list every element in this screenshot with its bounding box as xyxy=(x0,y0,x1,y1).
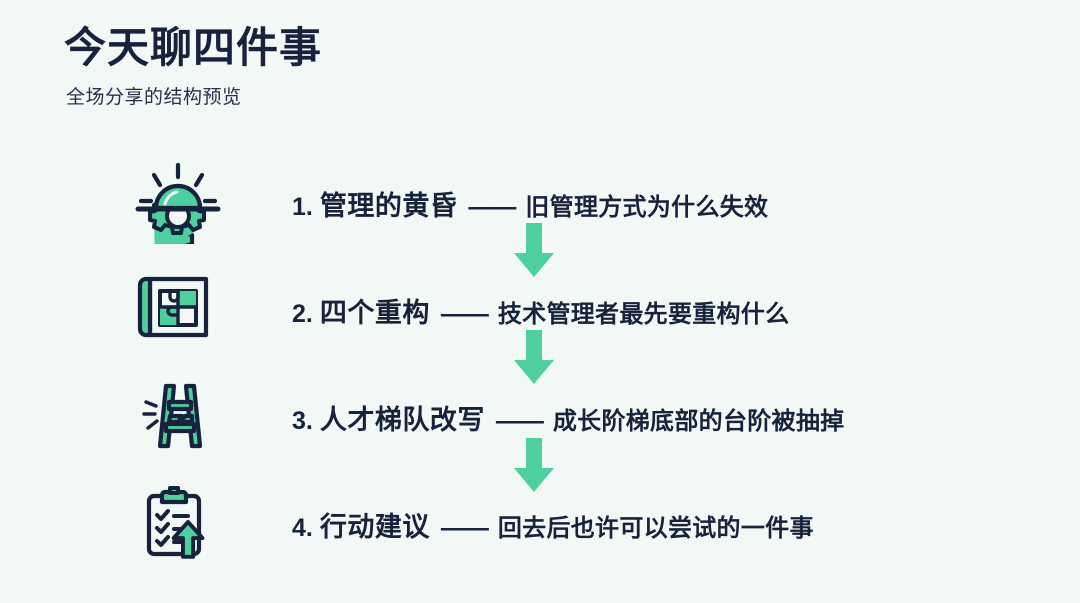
list-item-heading: 行动建议 xyxy=(319,511,430,542)
blueprint-puzzle-icon xyxy=(130,267,226,353)
list-item-number: 3. xyxy=(292,406,313,435)
list-item-description: 技术管理者最先要重构什么 xyxy=(497,300,790,328)
list-item-dash: —— xyxy=(495,406,544,435)
list-item-dash: —— xyxy=(440,513,489,542)
list-item-description: 旧管理方式为什么失效 xyxy=(525,193,769,221)
list-item-number: 4. xyxy=(292,513,313,542)
slide-header: 今天聊四件事 全场分享的结构预览 xyxy=(64,24,824,109)
broken-ladder-icon xyxy=(130,374,226,460)
page-subtitle: 全场分享的结构预览 xyxy=(66,87,242,109)
clipboard-up-arrow-icon xyxy=(130,481,226,567)
list-item[interactable]: 1. 管理的黄昏 —— 旧管理方式为什么失效 xyxy=(130,160,1030,246)
down-arrow-icon xyxy=(508,438,560,492)
list-item-dash: —— xyxy=(440,299,489,328)
list-item-text: 1. 管理的黄昏 —— 旧管理方式为什么失效 xyxy=(292,184,768,223)
list-item-heading: 四个重构 xyxy=(319,297,430,328)
list-item[interactable]: 3. 人才梯队改写 —— 成长阶梯底部的台阶被抽掉 xyxy=(130,374,1030,460)
list-item-number: 2. xyxy=(292,299,313,328)
down-arrow-icon xyxy=(508,330,560,384)
list-item-dash: —— xyxy=(468,192,516,221)
sunset-gear-icon xyxy=(130,160,226,246)
page-title: 今天聊四件事 xyxy=(64,24,323,71)
list-item[interactable]: 2. 四个重构 —— 技术管理者最先要重构什么 xyxy=(130,267,1030,353)
down-arrow-icon xyxy=(508,223,560,277)
list-item[interactable]: 4. 行动建议 —— 回去后也许可以尝试的一件事 xyxy=(130,481,1030,567)
agenda-list: 1. 管理的黄昏 —— 旧管理方式为什么失效 xyxy=(0,150,1080,590)
list-item-heading: 管理的黄昏 xyxy=(319,190,458,221)
list-item-description: 成长阶梯底部的台阶被抽掉 xyxy=(552,407,845,435)
list-item-text: 3. 人才梯队改写 —— 成长阶梯底部的台阶被抽掉 xyxy=(292,398,844,437)
list-item-number: 1. xyxy=(292,192,313,221)
list-item-heading: 人才梯队改写 xyxy=(319,404,485,435)
list-item-description: 回去后也许可以尝试的一件事 xyxy=(497,514,814,542)
list-item-text: 2. 四个重构 —— 技术管理者最先要重构什么 xyxy=(292,291,789,330)
list-item-text: 4. 行动建议 —— 回去后也许可以尝试的一件事 xyxy=(292,505,814,544)
